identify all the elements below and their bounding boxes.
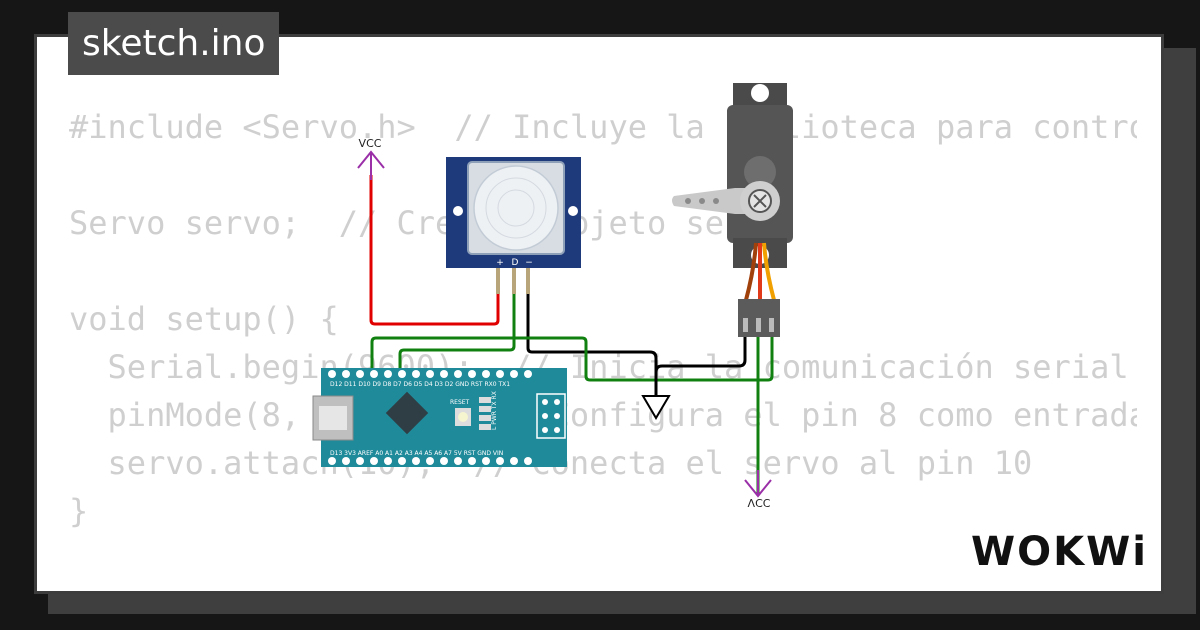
wires xyxy=(369,175,774,496)
ground-symbol xyxy=(641,372,671,420)
pir-pin-data: D xyxy=(512,258,519,268)
code-line: void loop() { xyxy=(69,583,1137,591)
servo-motor[interactable] xyxy=(672,83,793,337)
nano-reset-label: RESET xyxy=(450,399,470,406)
nano-board xyxy=(321,368,567,467)
wokwi-logo: WOKWi xyxy=(971,529,1148,575)
wire-servo-gnd[interactable] xyxy=(654,336,747,373)
pir-sensor[interactable]: + D − xyxy=(446,157,581,294)
ground-icon xyxy=(641,395,671,420)
vcc-top-symbol: VCC xyxy=(357,137,385,180)
pir-dome-icon xyxy=(473,165,559,251)
wire-pir-gnd[interactable] xyxy=(526,292,658,395)
arduino-nano[interactable]: D12 D11 D10 D9 D8 D7 D6 D5 D4 D3 D2 GND … xyxy=(312,368,567,467)
code-line: Serial.begin(9600); // Inicia la comunic… xyxy=(69,348,1129,386)
wire-pir-vcc[interactable] xyxy=(369,175,500,326)
nano-led-labels: L PWR TX RX xyxy=(491,391,498,430)
code-line: } xyxy=(69,492,89,530)
file-name-tab[interactable]: sketch.ino xyxy=(68,12,280,75)
pir-pin-minus: − xyxy=(525,258,533,268)
vcc-arrow-down-icon xyxy=(744,479,772,498)
wire-pir-signal[interactable] xyxy=(398,292,516,372)
mcu-chip-icon xyxy=(385,391,429,435)
code-line: void setup() { xyxy=(69,300,339,338)
wire-servo-signal[interactable] xyxy=(370,336,774,382)
vcc-bottom-label: VCC xyxy=(748,496,771,509)
pir-pin-plus: + xyxy=(496,258,504,268)
vcc-bottom-symbol: VCC xyxy=(744,470,772,509)
vcc-top-label: VCC xyxy=(359,137,382,150)
nano-bottom-pin-labels: D13 3V3 AREF A0 A1 A2 A3 A4 A5 A6 A7 5V … xyxy=(330,450,503,457)
nano-top-pin-labels: D12 D11 D10 D9 D8 D7 D6 D5 D4 D3 D2 GND … xyxy=(330,381,510,388)
